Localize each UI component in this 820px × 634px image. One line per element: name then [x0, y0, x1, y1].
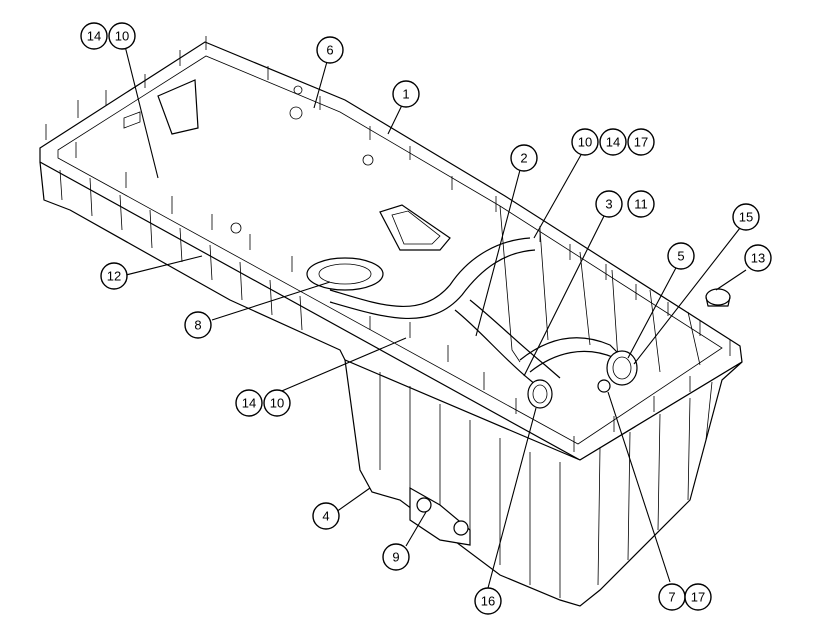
callout-10-top: 10 — [108, 22, 136, 50]
callout-11: 11 — [627, 190, 655, 218]
svg-text:4: 4 — [322, 509, 329, 524]
callout-5: 5 — [667, 242, 695, 270]
svg-text:13: 13 — [751, 251, 765, 266]
svg-text:10: 10 — [115, 29, 129, 44]
callout-13: 13 — [744, 244, 772, 272]
svg-text:10: 10 — [270, 396, 284, 411]
callout-4: 4 — [312, 502, 340, 530]
callout-10-right: 10 — [571, 128, 599, 156]
callout-14-right: 14 — [599, 128, 627, 156]
callout-16: 16 — [474, 587, 502, 615]
svg-text:14: 14 — [606, 135, 620, 150]
callout-17-bottom: 17 — [684, 583, 712, 611]
callout-14-middle: 14 — [235, 389, 263, 417]
callout-7: 7 — [658, 583, 686, 611]
svg-text:7: 7 — [668, 590, 675, 605]
callout-10-middle: 10 — [263, 389, 291, 417]
svg-text:17: 17 — [634, 135, 648, 150]
oil-pan-body — [39, 36, 743, 607]
callout-9: 9 — [382, 543, 410, 571]
svg-text:16: 16 — [481, 594, 495, 609]
callout-3: 3 — [595, 190, 623, 218]
svg-text:14: 14 — [87, 29, 101, 44]
svg-text:14: 14 — [242, 396, 256, 411]
svg-text:8: 8 — [194, 318, 201, 333]
callout-2: 2 — [510, 144, 538, 172]
svg-text:9: 9 — [392, 550, 399, 565]
svg-text:6: 6 — [326, 43, 333, 58]
svg-text:5: 5 — [677, 249, 684, 264]
svg-text:17: 17 — [691, 590, 705, 605]
callout-6: 6 — [316, 36, 344, 64]
callout-17-right: 17 — [627, 128, 655, 156]
svg-text:3: 3 — [605, 197, 612, 212]
callout-14-top: 14 — [80, 22, 108, 50]
callout-8: 8 — [184, 311, 212, 339]
svg-text:15: 15 — [739, 210, 753, 225]
callout-15: 15 — [732, 203, 760, 231]
svg-text:10: 10 — [578, 135, 592, 150]
svg-text:2: 2 — [520, 151, 527, 166]
svg-text:11: 11 — [634, 197, 648, 212]
callout-12: 12 — [100, 262, 128, 290]
callout-1: 1 — [392, 80, 420, 108]
svg-text:1: 1 — [402, 87, 409, 102]
svg-text:12: 12 — [107, 269, 121, 284]
